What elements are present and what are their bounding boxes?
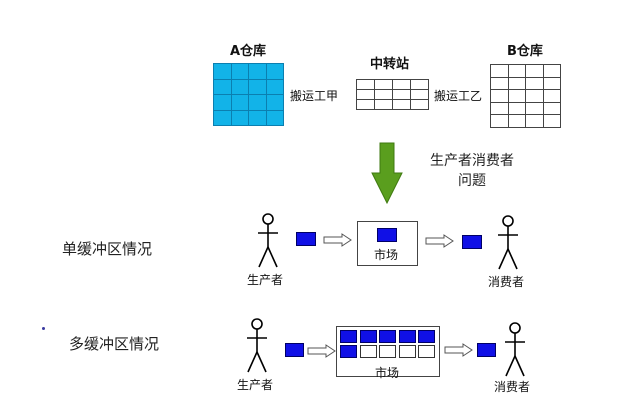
warehouse-a-cell	[213, 94, 232, 111]
warehouse-a-cell	[248, 63, 267, 80]
warehouse-b-cell	[542, 89, 561, 103]
warehouse-a-cell	[230, 63, 249, 80]
warehouse-b-cell	[542, 76, 561, 91]
multi-market-box	[336, 326, 440, 377]
buffer-slot	[418, 330, 435, 343]
warehouse-a-cell	[213, 63, 232, 80]
buffer-slot	[340, 330, 357, 343]
buffer-slot	[359, 330, 377, 343]
arrow-right-icon	[307, 344, 336, 358]
caption-line-2: 问题	[458, 173, 486, 189]
arrow-right-icon	[425, 234, 454, 248]
arrow-caption: 生产者消费者 问题	[420, 151, 524, 191]
single-buffer-title: 单缓冲区情况	[62, 240, 153, 258]
porter-a-label: 搬运工甲	[290, 89, 339, 103]
buffer-slot	[379, 345, 396, 358]
arrow-right-icon	[323, 233, 352, 247]
transfer-station-cell	[410, 99, 429, 110]
multi-producer-label: 生产者	[237, 378, 274, 392]
warehouse-a-label: A仓库	[230, 44, 267, 59]
buffer-slot	[359, 345, 377, 358]
warehouse-b-cell	[525, 89, 544, 103]
single-market-label: 市场	[374, 248, 399, 262]
multi-consumer-label: 消费者	[494, 380, 531, 394]
warehouse-b-cell	[507, 64, 526, 78]
warehouse-a-cell	[265, 63, 284, 80]
buffer-slot	[398, 345, 416, 358]
warehouse-b-grid	[490, 64, 561, 128]
consumer-stick-figure-icon	[498, 215, 518, 270]
warehouse-a-cell	[213, 109, 232, 126]
down-arrow-icon	[371, 142, 403, 205]
transfer-station-cell	[392, 99, 411, 110]
transfer-station-cell	[374, 99, 393, 110]
warehouse-b-cell	[490, 76, 509, 91]
warehouse-b-label: B仓库	[507, 44, 543, 59]
warehouse-b-cell	[542, 64, 561, 78]
buffer-slot	[398, 330, 416, 343]
warehouse-b-cell	[490, 64, 509, 78]
warehouse-b-cell	[490, 89, 509, 103]
transfer-station-grid	[356, 79, 429, 110]
warehouse-a-cell	[248, 109, 267, 126]
porter-b-label: 搬运工乙	[434, 89, 483, 103]
warehouse-a-cell	[213, 78, 232, 95]
buffer-slot	[418, 345, 435, 358]
dot-marker	[42, 327, 45, 330]
warehouse-a-cell	[265, 78, 284, 95]
single-consumer-label: 消费者	[488, 275, 525, 289]
caption-line-1: 生产者消费者	[430, 153, 514, 169]
warehouse-a-cell	[248, 94, 267, 111]
warehouse-b-cell	[490, 114, 509, 128]
single-market-product	[377, 228, 397, 242]
warehouse-b-cell	[525, 101, 544, 116]
warehouse-b-cell	[507, 76, 526, 91]
warehouse-b-cell	[490, 101, 509, 116]
multi-product-in	[285, 343, 304, 357]
warehouse-b-cell	[525, 114, 544, 128]
single-producer-label: 生产者	[247, 273, 284, 287]
multi-buffer-title: 多缓冲区情况	[69, 335, 160, 353]
warehouse-b-cell	[525, 76, 544, 91]
single-product-in	[296, 232, 316, 246]
multi-market-label: 市场	[375, 366, 400, 380]
warehouse-a-cell	[230, 94, 249, 111]
warehouse-a-cell	[265, 109, 284, 126]
warehouse-b-cell	[507, 101, 526, 116]
warehouse-a-grid	[213, 63, 284, 126]
single-product-out	[462, 235, 482, 249]
warehouse-b-cell	[542, 101, 561, 116]
warehouse-b-cell	[542, 114, 561, 128]
warehouse-b-cell	[507, 114, 526, 128]
warehouse-b-cell	[525, 64, 544, 78]
warehouse-b-cell	[507, 89, 526, 103]
consumer-stick-figure-icon	[505, 322, 525, 377]
buffer-slot	[379, 330, 396, 343]
producer-stick-figure-icon	[258, 213, 278, 268]
producer-stick-figure-icon	[247, 318, 267, 373]
multi-product-out	[477, 343, 496, 357]
warehouse-a-cell	[230, 78, 249, 95]
arrow-right-icon	[444, 343, 473, 357]
transfer-station-cell	[356, 99, 375, 110]
warehouse-a-cell	[265, 94, 284, 111]
transfer-station-label: 中转站	[370, 57, 410, 72]
buffer-slot	[340, 345, 357, 358]
warehouse-a-cell	[230, 109, 249, 126]
warehouse-a-cell	[248, 78, 267, 95]
